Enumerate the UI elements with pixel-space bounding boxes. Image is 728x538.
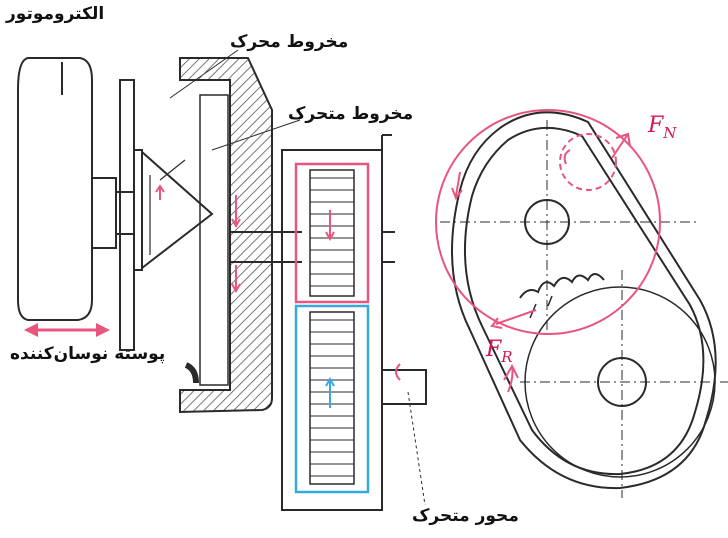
electromotor-label: الکتروموتور <box>6 4 105 24</box>
moving-shaft-label: محور متحرک <box>412 506 519 526</box>
moving-cone-label: مخروط متحرک <box>288 104 414 124</box>
force-normal-label: FN <box>647 113 677 142</box>
force-labels: FN FR <box>485 113 677 366</box>
upper-shaft <box>230 231 302 263</box>
driving-cone-label: مخروط محرک <box>230 32 349 52</box>
driving-cone <box>133 149 214 271</box>
casing-side-view <box>440 111 728 498</box>
oscillation-arrow <box>24 323 110 337</box>
oscillating-shell-label: پوسته نوسان‌کننده <box>10 344 166 364</box>
oscillating-housing <box>179 57 273 414</box>
output-shaft <box>381 231 427 405</box>
force-radial-label: FR <box>485 337 513 366</box>
gear-stack <box>281 134 392 511</box>
electromotor-body <box>17 57 135 351</box>
pitch-circle <box>435 109 661 393</box>
